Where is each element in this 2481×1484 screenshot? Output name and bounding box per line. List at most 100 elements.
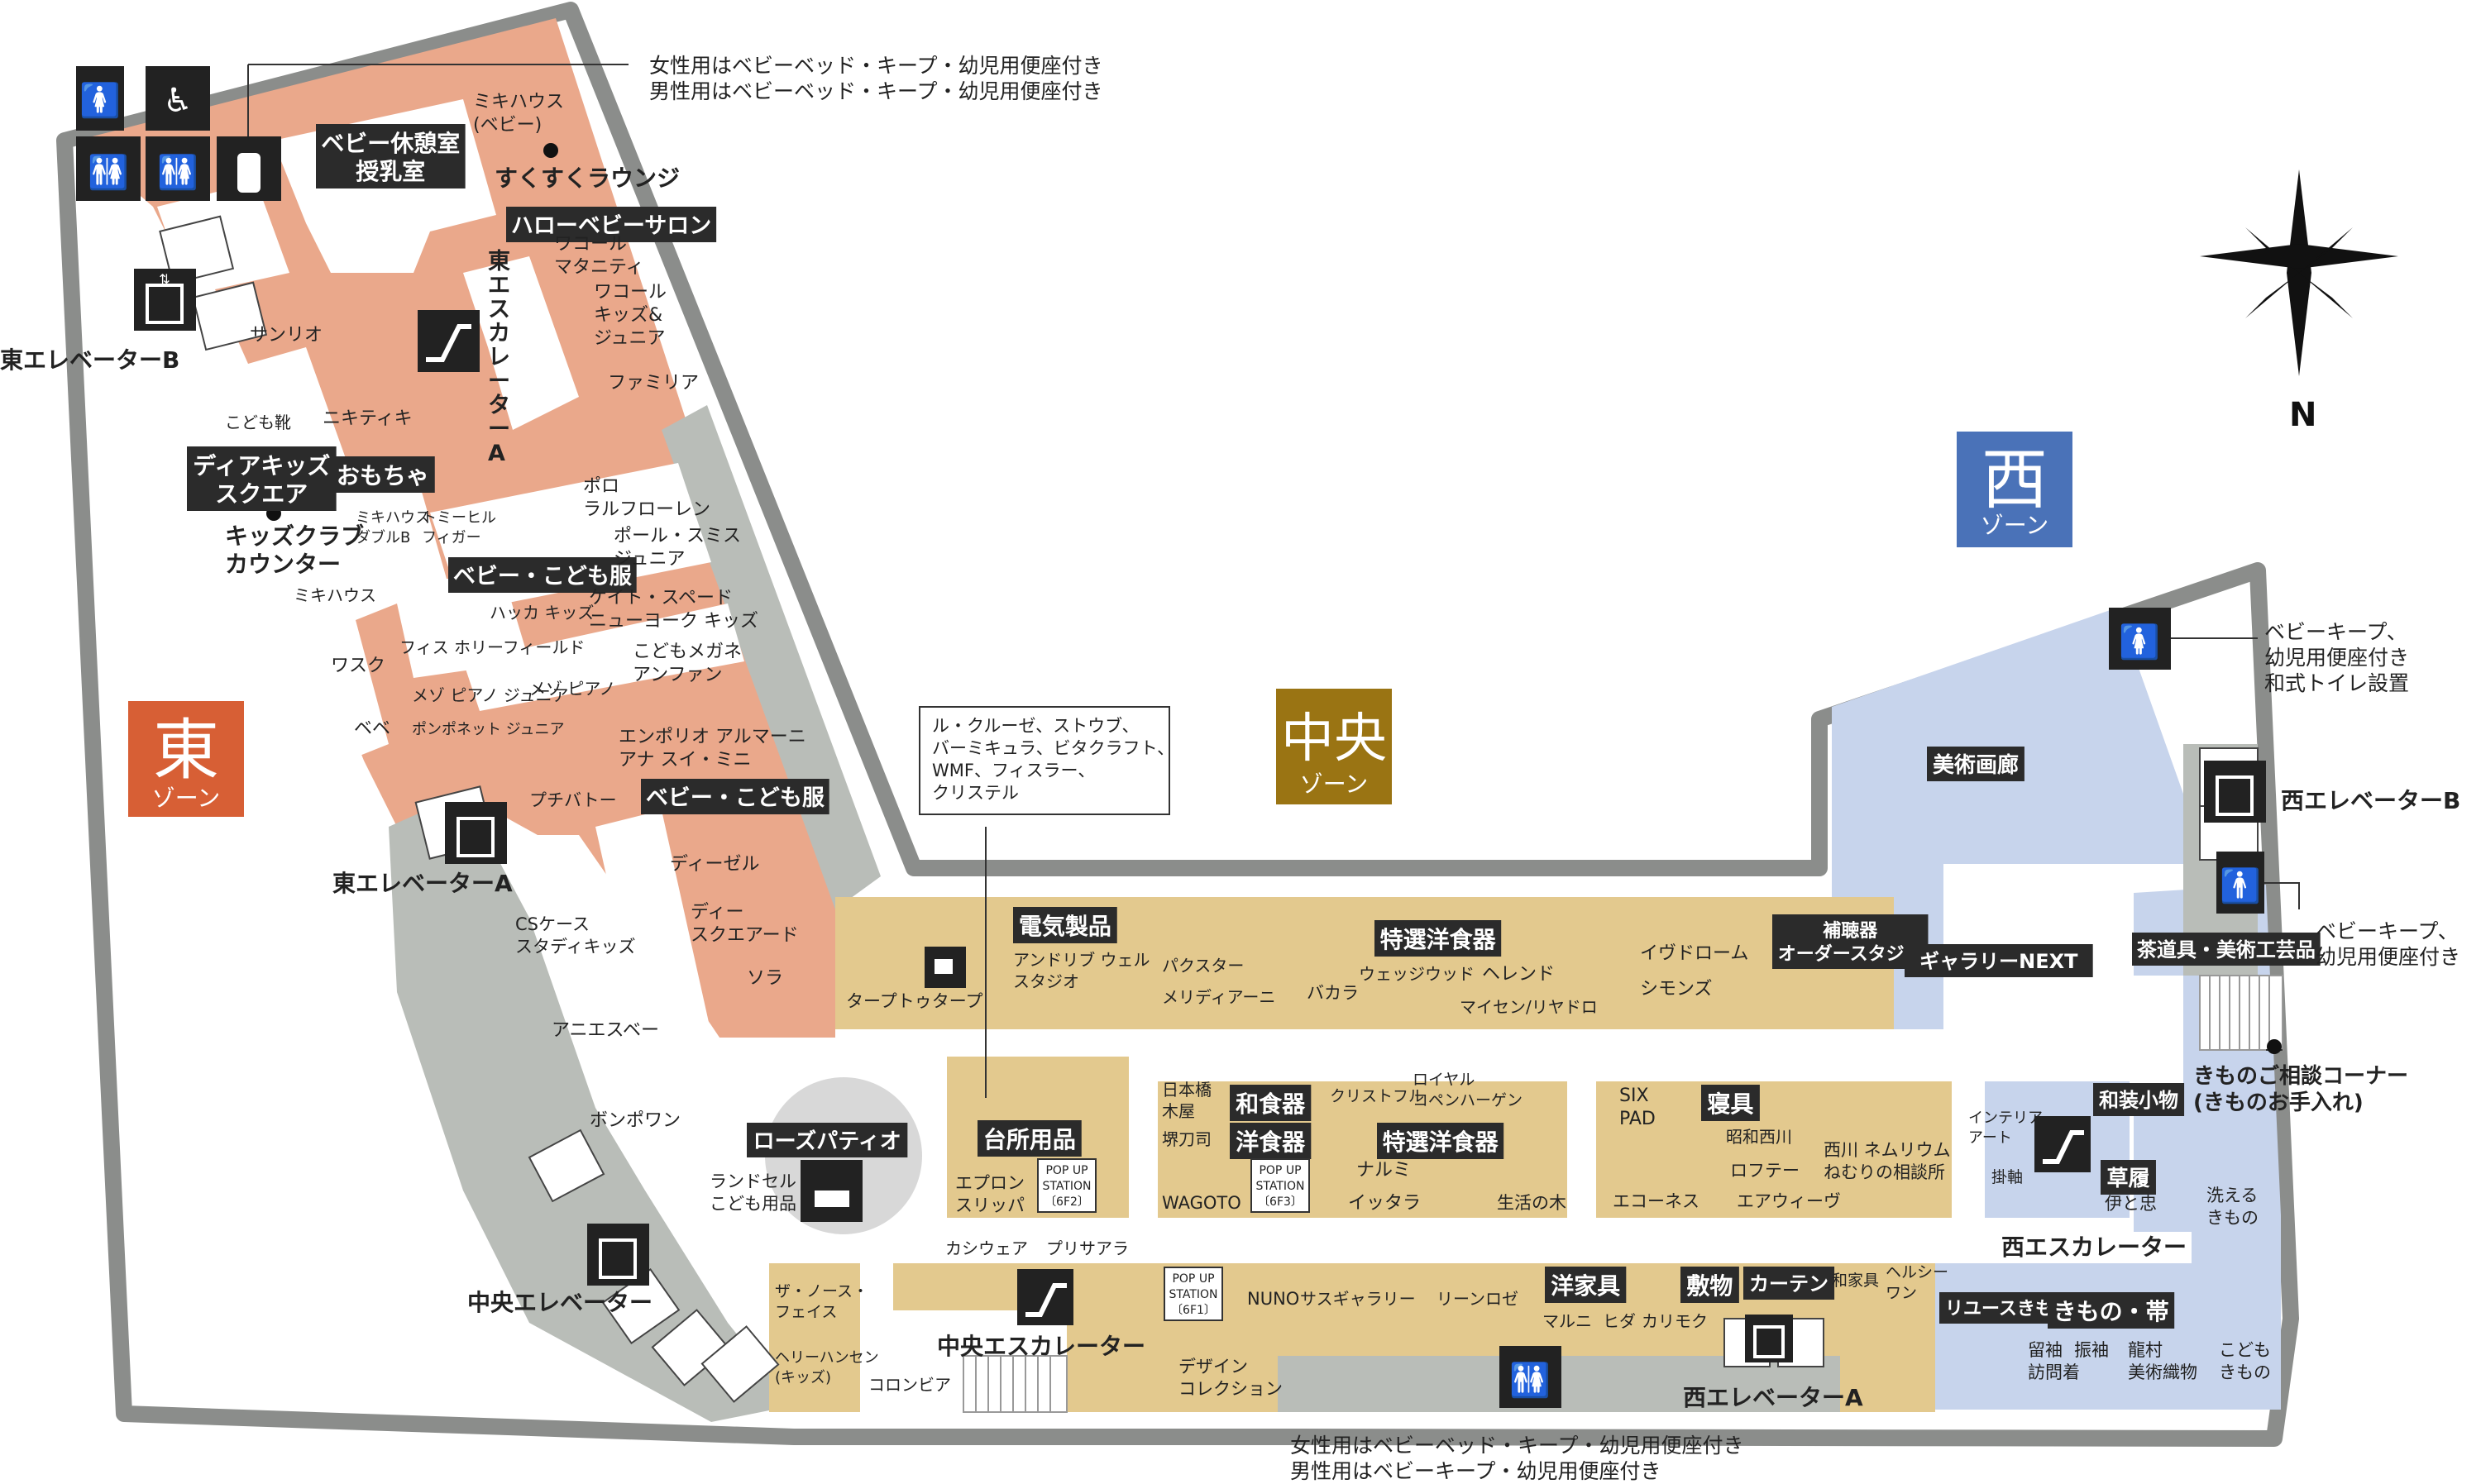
elevator-icon-central[interactable] [587,1224,649,1286]
baby-room-label-text: ベビー休憩室 [321,130,460,157]
washokki-label: 和食器 [1230,1085,1312,1121]
brand-label: カリモク [1642,1311,1708,1331]
brand-label: ディーゼル [670,854,759,875]
brand-label: 西川 ネムリウムねむりの相談所 [1824,1140,1951,1182]
brand-label: こどもきもの [2219,1340,2271,1382]
zone-badge-west: 西 ゾーン [1957,432,2072,547]
tokusen-label-text: 特選洋食器 [1380,926,1497,953]
hello-baby-salon-label: ハローベビーサロン [506,207,717,242]
brand-label: ソラ [747,968,783,989]
brand-label: プチバトー [529,790,617,810]
central-floor-top [835,897,1894,1029]
brand-label: ヘルシーワン [1886,1263,1948,1302]
brand-label: ヒダ [1603,1311,1636,1331]
escalator-icon-central[interactable] [1017,1269,1073,1325]
brand-label: ケイト・スペードニューヨーク キッズ [589,588,758,632]
sukusuku-lounge-label: すくすくラウンジ [495,165,680,192]
brand-label: インテリアアート [1968,1109,2043,1147]
brand-label: ヘレンド [1482,964,1555,985]
brand-label: エプロンスリッパ [955,1173,1025,1215]
popup-station-text: POP UP [1172,1272,1214,1286]
brand-label: ポロラルフローレン [583,476,710,520]
svg-text:🚻: 🚻 [157,153,198,192]
escalator-icon-east-a[interactable] [418,310,480,372]
east-elevator-b-label: 東エレベーターB [0,346,179,374]
west-elevator-a-label: 西エレベーターA [1683,1384,1863,1411]
east-corridor-lower [389,794,794,1422]
popup-station-text: POP UP [1259,1164,1301,1177]
elevator-icon-east-a[interactable] [445,802,507,864]
svg-text:🚻: 🚻 [1509,1361,1551,1400]
brand-label: 昭和西川 [1726,1127,1792,1147]
tokusen-label: 特選洋食器 [1374,920,1502,957]
curtain-label: カーテン [1743,1267,1835,1300]
compass-north-label: N [2289,396,2316,434]
toys-label: おもちゃ [331,456,435,493]
brand-label: ヘリーハンセン(キッズ) [775,1349,879,1386]
yokagu-label: 洋家具 [1545,1267,1627,1303]
popup-station-text: STATION [1042,1180,1091,1193]
brand-label: CSケーススタディキッズ [515,914,636,957]
brand-label: ファミリア [608,373,699,394]
compass-rose-icon: N [2200,169,2398,434]
yoshokki-label-text: 洋食器 [1236,1129,1306,1156]
baby-kids-label-text: ベビー・こども服 [646,785,825,811]
brand-label: 生活の木 [1497,1193,1566,1213]
svg-text:♿: ♿ [163,82,193,120]
zone-east-sub: ゾーン [152,785,221,812]
elevator-icon-west-a[interactable] [1745,1315,1793,1362]
east-walkway-7 [595,810,711,1050]
leader-lines [985,637,2300,1098]
wasou-label: 和装小物 [2093,1083,2185,1116]
restroom-icon-west-men[interactable]: 🚹 [2216,852,2264,914]
brand-label: NUNO [1247,1289,1299,1309]
east-restroom-note: 女性用はベビーベッド・キープ・幼児用便座付き男性用はベビーベッド・キープ・幼児用… [649,54,1103,103]
tokusen-label-text: 特選洋食器 [1383,1129,1499,1156]
brand-label: 堺刀司 [1162,1129,1212,1149]
restroom-icon-west-women[interactable]: 🚺 [2109,608,2171,670]
brand-label: ワコールキッズ&ジュニア [594,282,667,349]
kimono-obi-label-text: きもの・帯 [2053,1298,2169,1325]
brand-label: プリサアラ [1046,1238,1129,1258]
elevator-icon-west-b[interactable] [2204,761,2266,823]
brand-label: トミーヒルフィガー [422,509,496,546]
zone-badge-east: 東 ゾーン [128,701,244,817]
kitchen-label: 台所用品 [978,1120,1082,1157]
brand-label: メゾ ピアノ [529,679,616,699]
baby-room-label-text: 授乳室 [356,158,425,185]
brand-label: ポンポネット ジュニア [412,721,564,738]
west-escalator-label: 西エスカレーター [2001,1233,2187,1261]
east-restroom-icons[interactable]: 🚺 ♿ 🚻 🚻 [76,66,210,201]
brand-label: 日本橋木屋 [1162,1080,1212,1121]
brand-label: フィス ホリーフィールド [399,637,585,657]
brand-label: リーンロゼ [1436,1289,1518,1309]
svg-text:🚺: 🚺 [79,81,121,120]
zori-label: 草履 [2101,1160,2156,1195]
bijutsu-garou-label: 美術画廊 [1927,747,2024,781]
restroom-icon-central[interactable]: 🚻 [1499,1346,1561,1408]
callout-line: クリステル [932,783,1019,803]
brand-label: 和家具 [1832,1272,1879,1290]
kimono-consult-label: きものご相談コーナー(きものお手入れ) [2193,1063,2408,1115]
elevator-icon-east-b[interactable]: ⇅ [134,269,196,331]
west-elevator-b-label: 西エレベーターB [2281,787,2460,814]
zone-west-sub: ゾーン [1981,512,2049,539]
escalator-icon-west[interactable] [2034,1116,2091,1172]
kids-club-counter-label: キッズクラブカウンター [225,523,364,578]
brand-label: こどもメガネアンファン [633,642,742,685]
brand-label: アニエスベー [552,1020,659,1041]
brand-label: ディースクエアード [691,902,799,946]
popup-station-text: 〔6F1〕 [1171,1304,1216,1317]
brand-label: 留袖訪問着 [2028,1340,2080,1382]
east-walkway-3 [463,256,579,430]
brand-label: 振袖 [2074,1340,2109,1360]
callout-line: バーミキュラ、ビタクラフト、 [932,738,1174,758]
brand-label: ニキティキ [323,408,413,429]
brand-label: バカラ [1307,983,1359,1003]
